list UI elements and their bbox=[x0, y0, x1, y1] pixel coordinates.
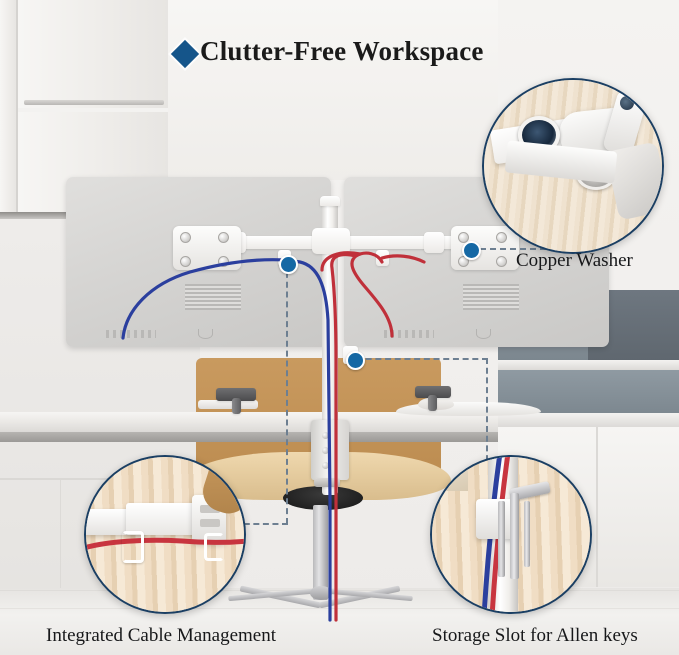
desk-stand-neck-right bbox=[428, 395, 437, 411]
anchor-dot-cable-management[interactable] bbox=[279, 255, 298, 274]
desk-stand-head-right bbox=[415, 386, 451, 398]
wall-cabinet-center bbox=[18, 0, 168, 108]
cable-mgmt-slot-2 bbox=[200, 519, 220, 527]
dashline-cable-mgmt-vertical bbox=[286, 262, 288, 524]
caption-copper-washer: Copper Washer bbox=[516, 250, 633, 271]
caption-cable-management: Integrated Cable Management bbox=[46, 625, 277, 646]
dashline-storage-slot-horizontal bbox=[356, 358, 488, 360]
desk-surface bbox=[0, 412, 498, 434]
page-title: Clutter-Free Workspace bbox=[200, 36, 484, 66]
anchor-dot-copper-washer[interactable] bbox=[462, 241, 481, 260]
left-monitor-ports bbox=[106, 330, 156, 338]
washer-screw-upper-right bbox=[620, 96, 634, 110]
cable-clip-1 bbox=[122, 531, 144, 563]
right-monitor-vent bbox=[463, 284, 519, 310]
wall-cabinet-left bbox=[0, 0, 16, 225]
cabinet-seam bbox=[16, 0, 18, 225]
right-vesa-screw-tl bbox=[458, 232, 469, 243]
desk-edge bbox=[0, 432, 498, 442]
right-monitor-ports bbox=[384, 330, 434, 338]
left-vesa-screw-br bbox=[218, 256, 229, 267]
allen-key-small-shaft bbox=[498, 501, 505, 577]
cable-clip-right-arm bbox=[376, 250, 389, 266]
clamp-screw-2 bbox=[322, 447, 329, 454]
chair-base-hub bbox=[310, 586, 332, 600]
allen-key-medium-shaft bbox=[524, 501, 530, 567]
pole-top-cap bbox=[320, 196, 340, 206]
left-vesa-screw-bl bbox=[180, 256, 191, 267]
cable-clip-2 bbox=[204, 533, 224, 561]
arm-hub-center bbox=[312, 228, 350, 254]
dashline-storage-slot-vertical bbox=[486, 358, 488, 500]
desk-object-keyboard bbox=[198, 400, 258, 409]
cabinet-handle bbox=[24, 100, 164, 105]
right-vesa-screw-br bbox=[496, 256, 507, 267]
callout-cable-management[interactable] bbox=[84, 455, 246, 614]
allen-key-large-shaft bbox=[510, 493, 519, 579]
left-vesa-screw-tl bbox=[180, 232, 191, 243]
callout-storage-slot[interactable] bbox=[430, 455, 592, 614]
callout-copper-washer[interactable] bbox=[482, 78, 664, 254]
caption-storage-slot: Storage Slot for Allen keys bbox=[432, 625, 638, 646]
cable-mgmt-red-cable bbox=[86, 537, 244, 550]
left-monitor-logo bbox=[198, 329, 213, 339]
wall-cabinet-right-upper bbox=[168, 0, 498, 180]
cabinet-low-right-seam bbox=[596, 427, 598, 587]
cable-mgmt-slot-1 bbox=[200, 505, 220, 513]
clamp-screw-3 bbox=[322, 462, 329, 469]
clamp-screw-1 bbox=[322, 432, 329, 439]
storage-slot-bg-corner bbox=[432, 457, 468, 491]
anchor-dot-storage-slot[interactable] bbox=[346, 351, 365, 370]
desk-c-clamp bbox=[311, 420, 349, 480]
left-vesa-screw-tr bbox=[218, 232, 229, 243]
left-monitor-vent bbox=[185, 284, 241, 310]
arm-joint-right bbox=[424, 232, 444, 253]
desk-stand-neck bbox=[232, 398, 241, 414]
clamp-foot bbox=[314, 478, 340, 487]
wall-lower-left-seam bbox=[60, 480, 61, 590]
shelf-upper bbox=[498, 360, 679, 370]
shelf-lower bbox=[498, 413, 679, 427]
right-monitor-logo bbox=[476, 329, 491, 339]
